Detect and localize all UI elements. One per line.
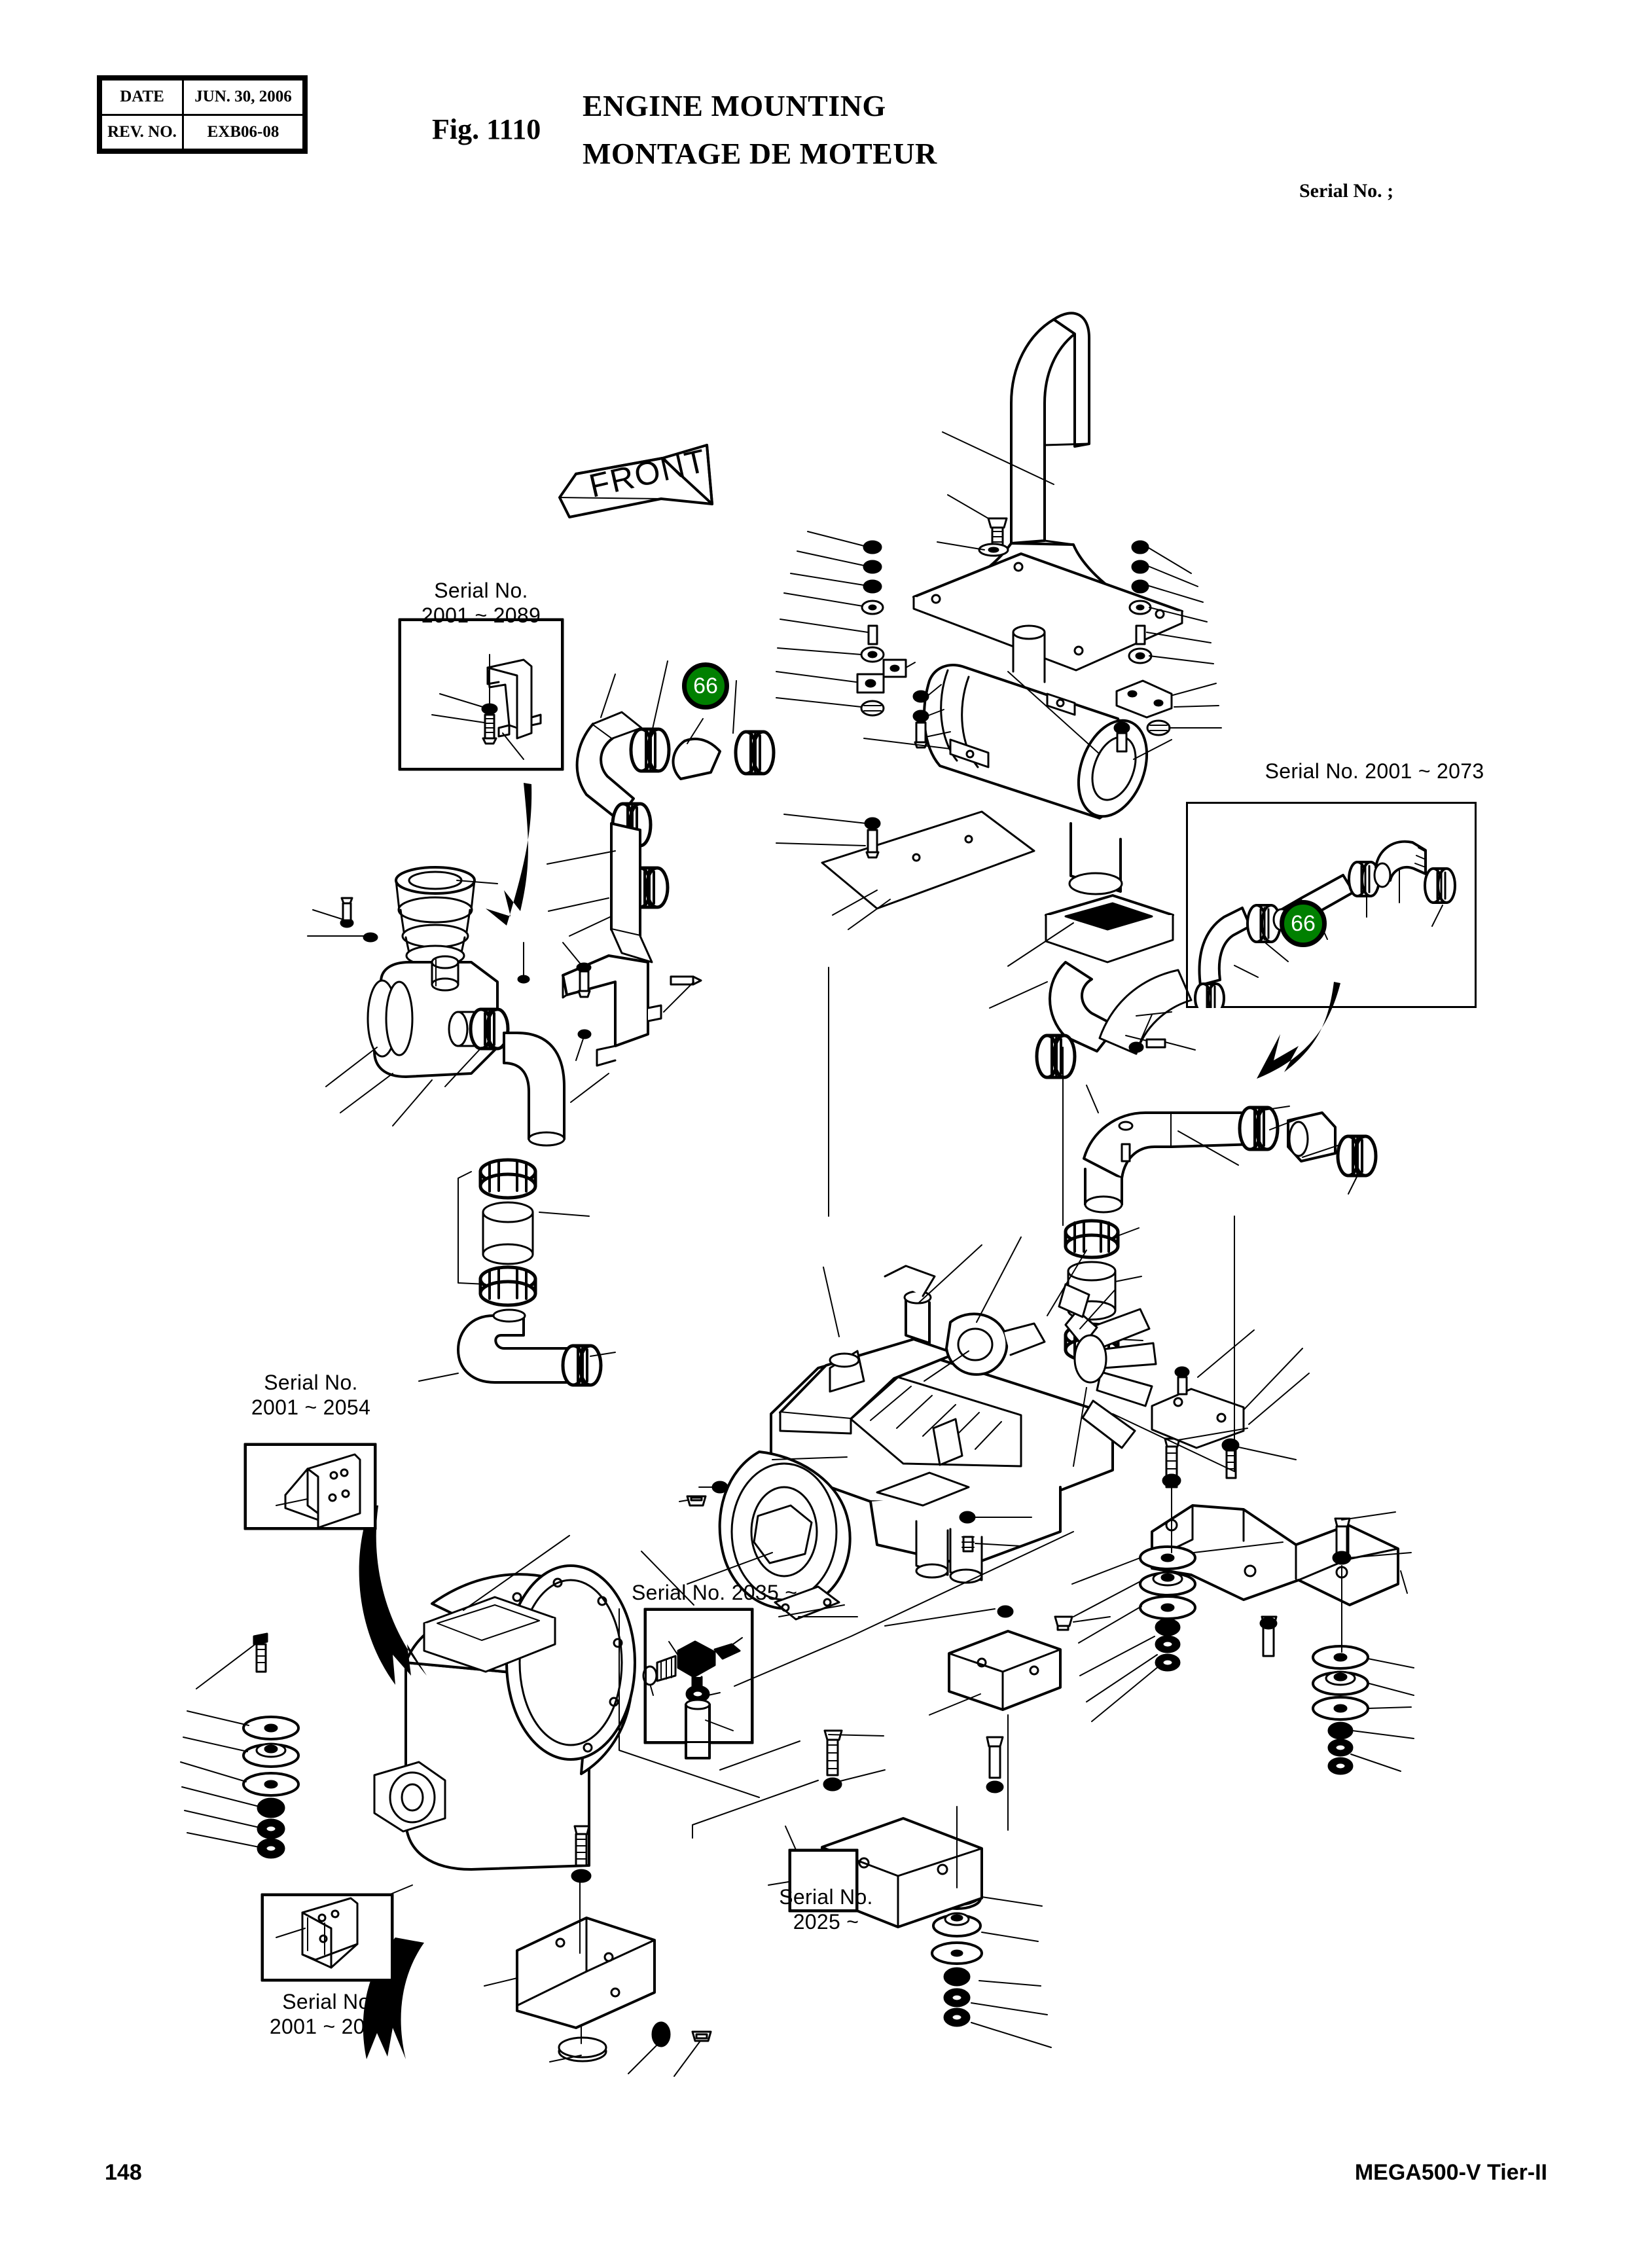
inset-pointer-top-right [1257, 982, 1340, 1079]
callout-66-left[interactable]: 66 [682, 662, 729, 710]
inset-bottom-left-frame [262, 1894, 393, 1981]
model-designation: MEGA500-V Tier-II [1354, 2160, 1547, 2185]
revision-table-revno-value: EXB06-08 [182, 113, 304, 151]
revision-table: DATE JUN. 30, 2006 REV. NO. EXB06-08 [97, 75, 308, 154]
front-direction-arrow: FRONT [558, 442, 713, 518]
exhaust-stack-and-muffler [776, 312, 1222, 1079]
hose-clamp [469, 1007, 510, 1051]
inset-top-right-content [1186, 802, 1477, 1014]
inset-top-left-content [398, 618, 564, 771]
inset-center-frame [645, 1609, 753, 1743]
engine-assembly [679, 1236, 1157, 1621]
cooling-fan [1058, 1283, 1157, 1449]
inset-center-caption: Serial No. 2035 ~ [632, 1581, 798, 1604]
fastener-column-left [856, 540, 929, 859]
inset-mid-left-content [243, 1443, 377, 1530]
page-number: 148 [105, 2160, 142, 2185]
inset-lower-center-caption: Serial No. 2025 ~ [779, 1885, 873, 1934]
inset-pointer-mid-left [359, 1505, 427, 1685]
fastener-column-right [1113, 540, 1173, 753]
inset-top-right-caption: Serial No. 2001 ~ 2073 [1265, 759, 1484, 783]
figure-number: Fig. 1110 [432, 113, 541, 145]
transmission-housing [358, 1535, 712, 2077]
air-cleaner-assembly [307, 866, 616, 1387]
page-title-french: MONTAGE DE MOTEUR [583, 137, 937, 170]
page-title-english: ENGINE MOUNTING [583, 89, 886, 122]
revision-table-date-value: JUN. 30, 2006 [182, 79, 304, 116]
inset-bottom-left-caption: Serial No. 2001 ~ 2054 [269, 1990, 389, 2038]
inset-bottom-left-content [260, 1893, 394, 1982]
leader-lines-upper-hose [547, 660, 737, 1061]
center-bottom-fasteners [768, 1605, 1111, 2048]
inset-center-content [642, 1608, 754, 1759]
inset-top-right-frame [1186, 802, 1477, 1008]
inset-top-left-frame [399, 619, 563, 770]
inset-top-left-caption: Serial No. 2001 ~ 2089 [421, 579, 541, 627]
callout-66-right[interactable]: 66 [1280, 900, 1327, 947]
leader-lines-right-hose [1062, 1014, 1358, 1341]
long-leader-lines [619, 967, 1235, 1839]
serial-no-header-note: Serial No. ; [1299, 180, 1394, 202]
inset-mid-left-caption: Serial No. 2001 ~ 2054 [251, 1371, 371, 1419]
right-hose-assembly [1062, 1014, 1378, 1363]
revision-table-date-label: DATE [100, 79, 184, 116]
intake-hose-group-upper [547, 660, 776, 1067]
cross-member-bracket-right [1071, 1329, 1414, 1775]
inset-pointer-top-left [486, 783, 532, 926]
leader-lines-air-cleaner [307, 880, 616, 1382]
inset-mid-left-frame [245, 1444, 376, 1529]
inset-lower-center-frame [789, 1850, 857, 1911]
revision-table-revno-label: REV. NO. [100, 113, 184, 151]
leader-lines-engine [679, 1236, 1116, 1617]
engine-mount-stack-left [180, 1632, 300, 1859]
